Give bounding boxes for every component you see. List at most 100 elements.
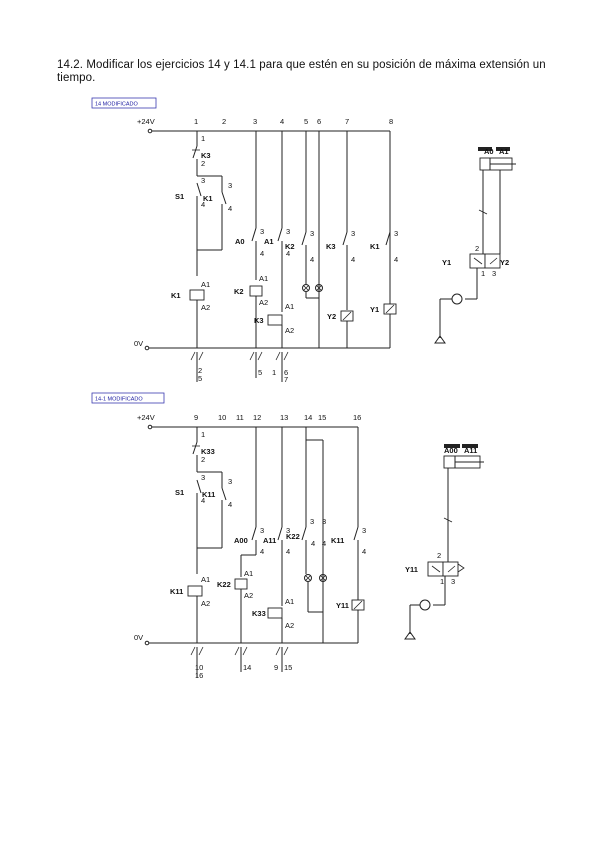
svg-text:A1: A1 [285,302,294,311]
column-number: 13 [280,413,288,422]
K3-contact-label: K3 [326,242,336,251]
column-number: 2 [222,117,226,126]
svg-text:3: 3 [394,229,398,238]
column-number: 10 [218,413,226,422]
cylinder-A11-label: A11 [464,446,477,455]
column-number: 15 [318,413,326,422]
ground-terminal [144,640,150,646]
K11-coil [187,585,203,597]
A0-contact-label: A0 [235,237,245,246]
svg-text:3: 3 [260,227,264,236]
A1-sensor-icon [496,147,510,151]
column-number: 5 [304,117,308,126]
cylinder-A1-label: A1 [499,147,509,156]
svg-text:4: 4 [201,200,205,209]
supply-label: +24V [137,117,155,126]
K1-contact-label: K1 [370,242,380,251]
svg-text:3: 3 [260,526,264,535]
svg-text:1: 1 [481,269,485,278]
lamp-icon [319,574,327,582]
svg-text:3: 3 [201,176,205,185]
svg-text:2: 2 [437,551,441,560]
svg-text:3: 3 [310,517,314,526]
svg-text:4: 4 [322,539,326,548]
rung-1: 1 K3 2 3 S1 4 3 K1 4 A1 K1 A2 [171,131,232,348]
K11-contact-label: K11 [331,536,344,545]
A11-sensor-icon [462,444,478,448]
svg-text:4: 4 [362,547,366,556]
svg-text:2: 2 [198,366,202,375]
svg-text:3: 3 [228,477,232,486]
K2-contact-label: K2 [285,242,295,251]
valve-right [484,253,501,269]
pressure-source-icon [451,293,463,305]
column-number: 16 [353,413,361,422]
supply-terminal [147,424,153,430]
K1-coil-label: K1 [171,291,181,300]
svg-text:4: 4 [260,249,264,258]
K33-coil [267,607,283,619]
svg-text:1: 1 [272,368,276,377]
column-number: 7 [345,117,349,126]
svg-text:A2: A2 [285,326,294,335]
valve-Y11-label: Y11 [405,565,418,574]
valve-Y1-label: Y1 [442,258,451,267]
pneumatic-2: A00 A11 2 1 3 Y11 [404,444,484,640]
column-number: 8 [389,117,393,126]
svg-text:4: 4 [310,255,314,264]
K2-coil-label: K2 [234,287,244,296]
svg-text:3: 3 [451,577,455,586]
diagram-2: 14-1 MODIFICADO +24V 0V 9 10 11 12 13 14… [91,392,484,680]
svg-text:A1: A1 [285,597,294,606]
svg-text:16: 16 [195,671,203,680]
valve-right [442,561,459,577]
rung-11-12: 3 A00 4 A1 K22 A2 [217,427,264,643]
rung-3: 3 A0 4 A1 K2 A2 [234,131,268,348]
rung-5-6: 3 K2 4 [285,131,323,348]
svg-text:15: 15 [284,663,292,672]
diagram-1-tag-box [91,97,157,109]
K1-seal-contact-label: K1 [203,194,213,203]
svg-text:2: 2 [201,159,205,168]
rung-16: 3 K11 4 Y11 [331,427,366,643]
S1-label: S1 [175,488,184,497]
K33-coil-label: K33 [252,609,266,618]
lamp-icon [302,284,310,292]
supply-terminal [147,128,153,134]
svg-text:A2: A2 [201,303,210,312]
A1-contact-label: A1 [264,237,274,246]
column-numbers: 9 10 11 12 13 14 15 16 [194,413,361,422]
A11-contact-label: A11 [263,536,276,545]
ground-terminal [144,345,150,351]
Y11-coil-label: Y11 [336,601,349,610]
air-supply-icon [434,335,446,344]
svg-text:9: 9 [274,663,278,672]
svg-text:1: 1 [201,430,205,439]
svg-text:5: 5 [258,368,262,377]
pressure-source-icon [419,599,431,611]
diagram-2-tag: 14-1 MODIFICADO [95,397,143,403]
svg-text:4: 4 [228,500,232,509]
K11-coil-label: K11 [170,587,183,596]
svg-text:1: 1 [440,577,444,586]
diagram-1: 14 MODIFICADO +24V 0V 1 2 3 4 5 6 7 8 1 … [91,97,516,384]
svg-text:7: 7 [284,375,288,384]
column-number: 9 [194,413,198,422]
svg-text:A1: A1 [259,274,268,283]
diagram-1-tag: 14 MODIFICADO [95,102,139,108]
svg-text:4: 4 [394,255,398,264]
svg-text:3: 3 [351,229,355,238]
air-supply-icon [404,631,416,640]
svg-text:2: 2 [475,244,479,253]
exercise-heading: 14.2. Modificar los ejercicios 14 y 14.1… [57,59,546,84]
rung-9: 1 K33 2 3 S1 4 3 K11 4 A1 K11 A2 [170,427,232,643]
K3-coil-label: K3 [254,316,264,325]
K22-contact-label: K22 [286,532,300,541]
svg-text:A2: A2 [285,621,294,630]
rung-14-15: 3 K22 4 3 4 [286,427,327,643]
svg-text:4: 4 [311,539,315,548]
column-number: 4 [280,117,284,126]
svg-text:3: 3 [228,181,232,190]
K11-seal-contact-label: K11 [202,490,215,499]
svg-text:3: 3 [322,517,326,526]
